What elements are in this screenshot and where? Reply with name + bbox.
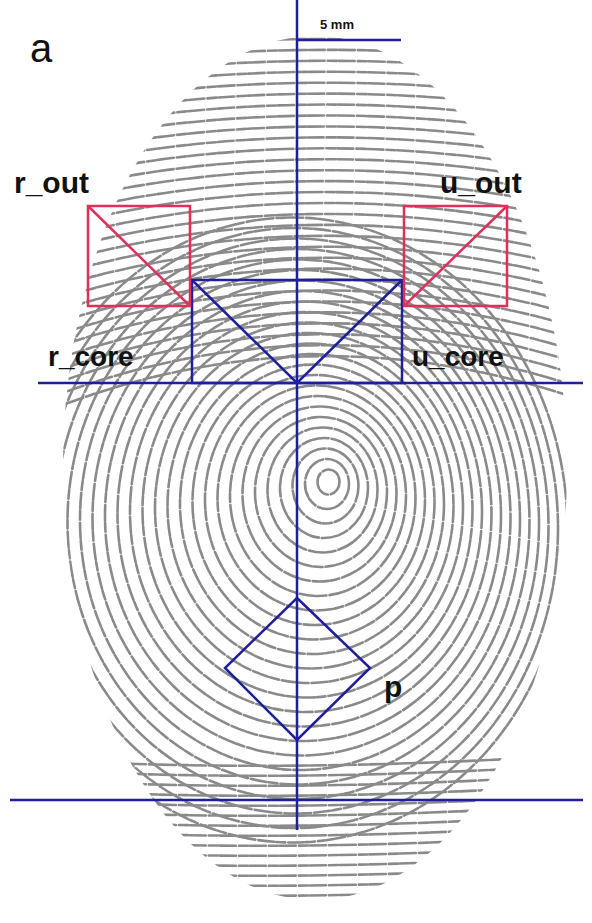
ridge [40, 874, 590, 886]
axis-line [296, 0, 299, 830]
ridge [93, 281, 511, 756]
ridge [40, 105, 590, 134]
ridge [268, 428, 378, 553]
scale-bar [297, 39, 401, 42]
ridge [218, 386, 416, 611]
ridge [40, 804, 590, 816]
region-label: u_out [440, 168, 522, 198]
radial-out-diagonal [88, 206, 190, 306]
ridge [193, 365, 435, 640]
ridge [255, 417, 387, 567]
ridge [168, 344, 454, 669]
ridge [318, 470, 340, 495]
ridge [40, 126, 590, 157]
ridge [40, 137, 590, 169]
core-box [192, 280, 402, 383]
core-diagonals [192, 280, 402, 383]
ridge [40, 894, 590, 906]
ridge [80, 270, 520, 770]
radial-out-square [88, 206, 190, 306]
ridge [230, 396, 406, 596]
region-label: r_core [48, 343, 134, 371]
ridge [30, 228, 558, 828]
ridge [40, 814, 590, 826]
scale-label: 5 mm [320, 18, 354, 31]
ridge [68, 260, 530, 785]
crease-line [10, 799, 583, 802]
ridge [205, 375, 425, 625]
ridge [18, 218, 568, 843]
ridge [40, 784, 590, 796]
ridge [40, 864, 590, 876]
ridge [305, 459, 349, 509]
ridge [155, 333, 463, 683]
ridge [243, 407, 397, 582]
ridge [280, 438, 368, 538]
ridge [43, 239, 549, 814]
ridge [130, 312, 482, 712]
region-label: u_core [412, 343, 504, 371]
region-label: p [384, 672, 402, 702]
ridge [40, 824, 590, 836]
ridge [40, 754, 590, 766]
ridge [40, 854, 590, 866]
ridge [40, 774, 590, 786]
ulnar-out-diagonal [404, 206, 507, 306]
ridge [40, 116, 590, 146]
ridge [40, 764, 590, 776]
ridge [40, 834, 590, 846]
ridge [293, 449, 359, 524]
panel-letter: a [30, 28, 52, 68]
ridge [180, 354, 444, 654]
measurement-overlay [10, 0, 583, 830]
ridge [40, 844, 590, 856]
ulnar-out-square [404, 206, 507, 306]
region-label: r_out [14, 168, 89, 198]
ridge [40, 884, 590, 896]
ridge [40, 904, 590, 916]
fingerprint-ridges [18, 39, 591, 916]
proximal-diamond [225, 598, 370, 740]
ridge [40, 94, 590, 121]
